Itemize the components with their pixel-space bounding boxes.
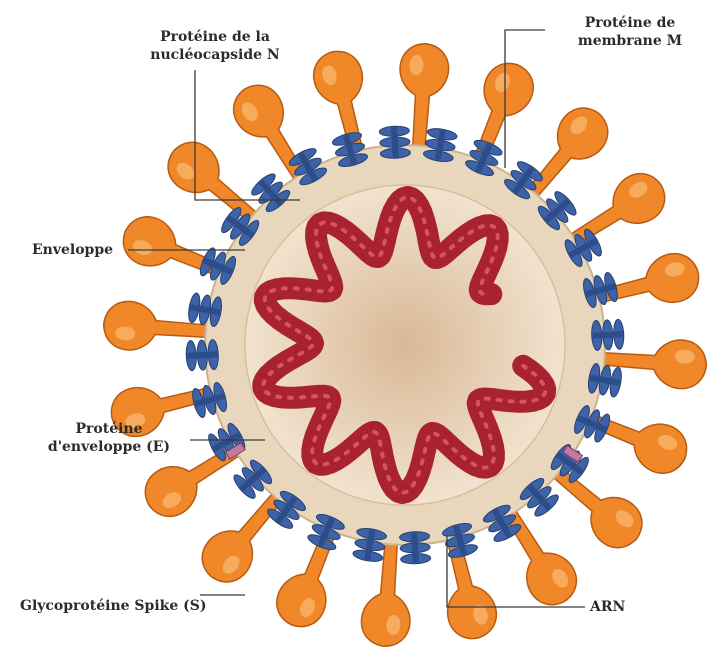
membrane-protein — [591, 319, 624, 351]
membrane-protein — [187, 292, 224, 327]
label-envelope: Enveloppe — [32, 241, 113, 259]
label-spike-glycoprotein: Glycoprotéine Spike (S) — [20, 597, 206, 615]
label-envelope-protein: Protéine d'enveloppe (E) — [24, 420, 194, 456]
label-membrane-protein: Protéine de membrane M — [560, 14, 700, 50]
inner-membrane — [245, 185, 565, 505]
membrane-protein — [379, 126, 411, 159]
membrane-protein — [352, 527, 387, 564]
label-rna: ARN — [590, 598, 625, 616]
membrane-protein — [587, 363, 624, 398]
membrane-protein — [423, 127, 458, 164]
label-nucleocapsid-protein: Protéine de la nucléocapside N — [120, 28, 310, 64]
membrane-protein — [186, 339, 219, 371]
membrane-protein — [399, 531, 431, 564]
